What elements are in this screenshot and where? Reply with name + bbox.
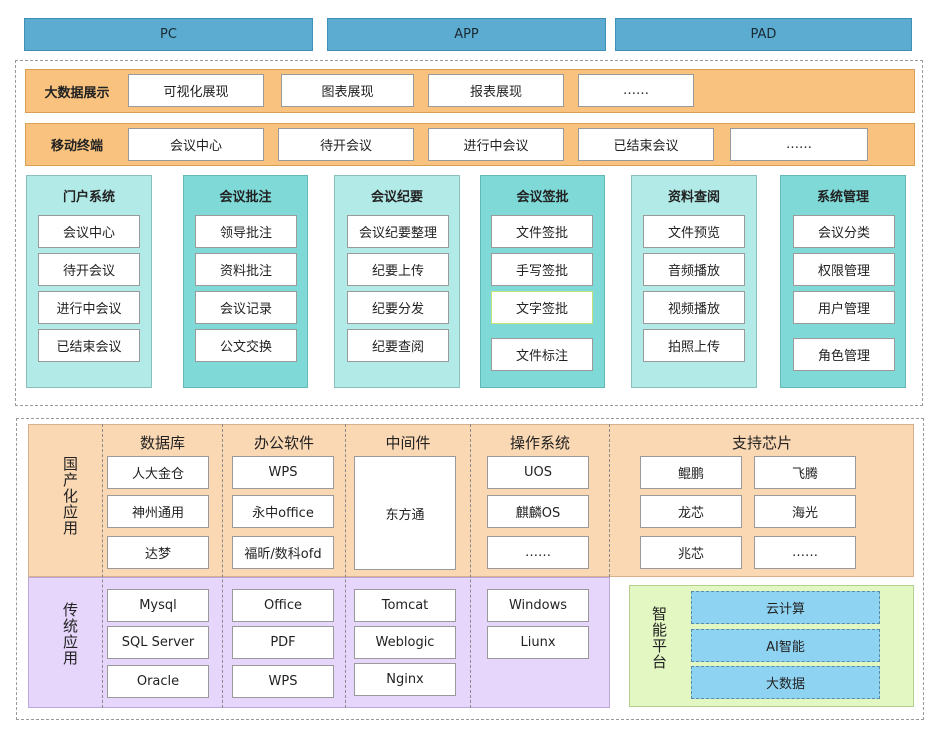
module-item[interactable]: 音频播放 [643, 253, 745, 286]
domestic-label-text: 国产化应用 [61, 456, 79, 536]
device-app: APP [327, 18, 606, 51]
trad-os-item[interactable]: Liunx [487, 626, 589, 659]
smart-item[interactable]: 云计算 [691, 591, 880, 624]
module-item[interactable]: 领导批注 [195, 215, 297, 248]
module-title: 资料查阅 [667, 190, 720, 205]
module-item[interactable]: 会议分类 [793, 215, 895, 248]
mobile-item-more[interactable]: …… [730, 128, 868, 161]
os-item-more[interactable]: …… [487, 536, 589, 569]
module-item[interactable]: 手写签批 [491, 253, 593, 286]
traditional-label-text: 传统应用 [61, 602, 79, 666]
module-title: 系统管理 [816, 190, 869, 205]
module-item[interactable]: 权限管理 [793, 253, 895, 286]
trad-os-item[interactable]: Windows [487, 589, 589, 622]
mobile-item[interactable]: 会议中心 [128, 128, 264, 161]
trad-database-item[interactable]: SQL Server [107, 626, 209, 659]
module-item[interactable]: 角色管理 [793, 338, 895, 371]
smart-item[interactable]: AI智能 [691, 629, 880, 662]
bigdata-item[interactable]: 图表展现 [281, 74, 414, 107]
module-item[interactable]: 资料批注 [195, 253, 297, 286]
module-title: 会议纪要 [370, 190, 423, 205]
middleware-header: 中间件 [385, 434, 431, 452]
chip-item[interactable]: 飞腾 [754, 456, 856, 489]
trad-middleware-item[interactable]: Nginx [354, 663, 456, 696]
chip-item[interactable]: 龙芯 [640, 495, 742, 528]
module-item[interactable]: 纪要上传 [347, 253, 449, 286]
module-item[interactable]: 会议纪要整理 [347, 215, 449, 248]
column-separator [345, 424, 346, 708]
office-item[interactable]: 永中office [232, 495, 334, 528]
trad-office-item[interactable]: Office [232, 589, 334, 622]
column-separator [222, 424, 223, 708]
mobile-item[interactable]: 进行中会议 [428, 128, 564, 161]
column-separator [470, 424, 471, 708]
traditional-label: 传统应用 [61, 602, 81, 666]
database-item[interactable]: 神州通用 [107, 495, 209, 528]
office-header: 办公软件 [253, 434, 314, 452]
chip-item-more[interactable]: …… [754, 536, 856, 569]
module-item[interactable]: 待开会议 [38, 253, 140, 286]
office-item[interactable]: WPS [232, 456, 334, 489]
module-item[interactable]: 已结束会议 [38, 329, 140, 362]
smart-label-text: 智能平台 [650, 606, 668, 670]
mobile-item[interactable]: 待开会议 [278, 128, 414, 161]
smart-item[interactable]: 大数据 [691, 666, 880, 699]
os-item[interactable]: 麒麟OS [487, 495, 589, 528]
module-item[interactable]: 纪要分发 [347, 291, 449, 324]
trad-middleware-item[interactable]: Weblogic [354, 626, 456, 659]
chip-item[interactable]: 鲲鹏 [640, 456, 742, 489]
module-title: 会议签批 [516, 190, 569, 205]
smart-label: 智能平台 [650, 606, 670, 670]
device-pad: PAD [615, 18, 912, 51]
bigdata-item-more[interactable]: …… [578, 74, 694, 107]
module-item[interactable]: 会议记录 [195, 291, 297, 324]
os-header: 操作系统 [509, 434, 570, 452]
device-pc: PC [24, 18, 313, 51]
module-item[interactable]: 视频播放 [643, 291, 745, 324]
chips-header: 支持芯片 [731, 434, 792, 452]
chip-item[interactable]: 兆芯 [640, 536, 742, 569]
os-item[interactable]: UOS [487, 456, 589, 489]
chip-item[interactable]: 海光 [754, 495, 856, 528]
trad-office-item[interactable]: WPS [232, 665, 334, 698]
trad-middleware-item[interactable]: Tomcat [354, 589, 456, 622]
module-item[interactable]: 文件标注 [491, 338, 593, 371]
trad-database-item[interactable]: Oracle [107, 665, 209, 698]
office-item[interactable]: 福昕/数科ofd [232, 536, 334, 569]
trad-database-item[interactable]: Mysql [107, 589, 209, 622]
column-separator [102, 424, 103, 708]
bigdata-title: 大数据展示 [44, 85, 110, 101]
module-title: 门户系统 [62, 190, 115, 205]
middleware-item[interactable]: 东方通 [354, 456, 456, 570]
database-header: 数据库 [139, 434, 185, 452]
mobile-title: 移动终端 [50, 139, 103, 154]
module-item[interactable]: 文件预览 [643, 215, 745, 248]
module-item[interactable]: 纪要查阅 [347, 329, 449, 362]
module-item[interactable]: 文件签批 [491, 215, 593, 248]
module-title: 会议批注 [219, 190, 272, 205]
infrastructure-layer-container [16, 418, 924, 720]
trad-office-item[interactable]: PDF [232, 626, 334, 659]
database-item[interactable]: 达梦 [107, 536, 209, 569]
mobile-item[interactable]: 已结束会议 [578, 128, 714, 161]
database-item[interactable]: 人大金仓 [107, 456, 209, 489]
module-item[interactable]: 拍照上传 [643, 329, 745, 362]
domestic-label: 国产化应用 [61, 456, 81, 536]
module-item[interactable]: 进行中会议 [38, 291, 140, 324]
module-item[interactable]: 会议中心 [38, 215, 140, 248]
column-separator [609, 424, 610, 577]
module-item[interactable]: 用户管理 [793, 291, 895, 324]
bigdata-item[interactable]: 可视化展现 [128, 74, 264, 107]
module-item-selected[interactable]: 文字签批 [491, 291, 593, 324]
module-item[interactable]: 公文交换 [195, 329, 297, 362]
bigdata-item[interactable]: 报表展现 [428, 74, 564, 107]
application-layer-container [15, 60, 923, 406]
